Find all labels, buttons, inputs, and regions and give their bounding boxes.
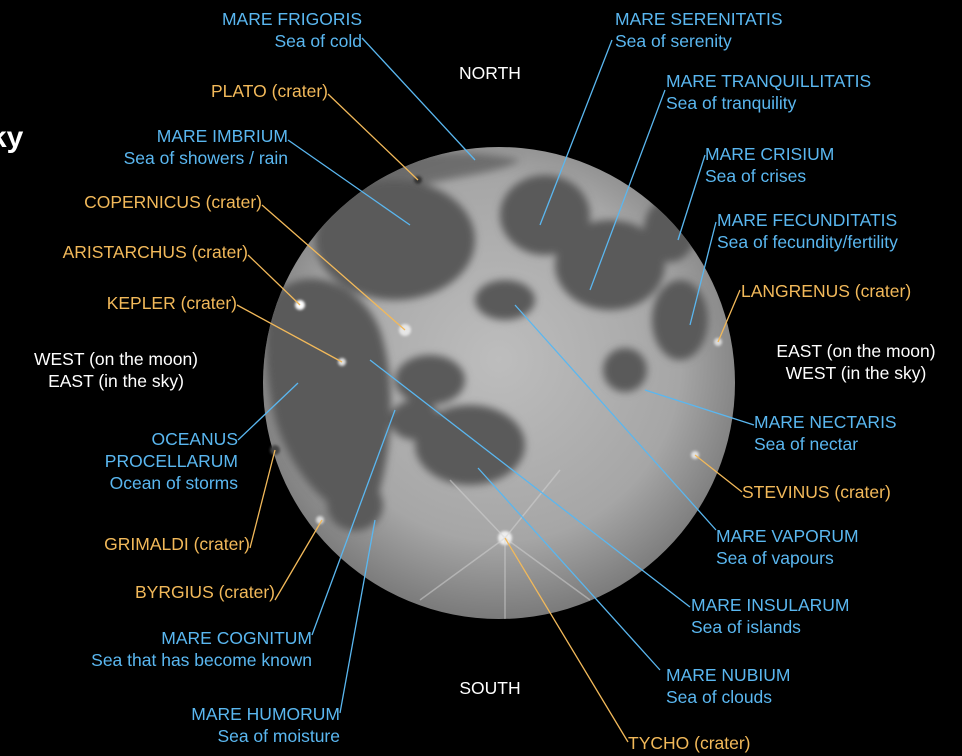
label-name: KEPLER (crater) [106, 293, 237, 313]
label-mare-tranquillitatis: MARE TRANQUILLITATIS Sea of tranquility [666, 70, 962, 114]
label-name: MARE VAPORUM [716, 526, 859, 546]
label-copernicus-crater: COPERNICUS (crater) [10, 191, 262, 213]
label-name: MARE SERENITATIS [615, 9, 783, 29]
label-name: GRIMALDI (crater) [104, 534, 250, 554]
label-meaning: Ocean of storms [109, 473, 238, 493]
compass-west-label: WEST (on the moon) EAST (in the sky) [0, 348, 232, 392]
label-mare-crisium: MARE CRISIUM Sea of crises [705, 143, 962, 187]
label-meaning: Sea of cold [274, 31, 362, 51]
label-name: ARISTARCHUS (crater) [62, 242, 248, 262]
label-name: MARE HUMORUM [191, 704, 340, 724]
label-meaning: Sea of serenity [615, 31, 732, 51]
leader-line-langrenus [717, 289, 741, 343]
leader-line-frigoris [361, 37, 476, 161]
label-meaning: Sea of tranquility [666, 93, 797, 113]
label-mare-vaporum: MARE VAPORUM Sea of vapours [716, 525, 962, 569]
compass-west-line2: EAST (in the sky) [48, 371, 184, 391]
leader-line-insularum [369, 359, 691, 608]
label-meaning: Sea of nectar [754, 434, 859, 454]
label-mare-humorum: MARE HUMORUM Sea of moisture [80, 703, 340, 747]
label-mare-fecunditatis: MARE FECUNDITATIS Sea of fecundity/ferti… [717, 209, 962, 253]
label-name: PLATO (crater) [210, 81, 328, 101]
label-aristarchus-crater: ARISTARCHUS (crater) [0, 241, 248, 263]
label-name: MARE NUBIUM [666, 665, 791, 685]
label-meaning: Sea of fecundity/fertility [717, 232, 898, 252]
label-name: MARE INSULARUM [691, 595, 850, 615]
leader-line-byrgius [274, 519, 323, 601]
leader-line-imbrium [287, 139, 411, 226]
leader-line-nubium [477, 467, 661, 671]
leader-line-stevinus [694, 454, 743, 493]
compass-south-label: SOUTH [459, 678, 521, 698]
label-name: MARE CRISIUM [705, 144, 835, 164]
leader-line-fecunditatis [689, 221, 717, 326]
label-mare-nubium: MARE NUBIUM Sea of clouds [666, 664, 962, 708]
leader-line-humorum [339, 519, 376, 714]
label-plato-crater: PLATO (crater) [100, 80, 328, 102]
label-mare-nectaris: MARE NECTARIS Sea of nectar [754, 411, 962, 455]
label-mare-insularum: MARE INSULARUM Sea of islands [691, 594, 962, 638]
label-name: TYCHO (crater) [628, 733, 751, 753]
label-mare-frigoris: MARE FRIGORIS Sea of cold [100, 8, 362, 52]
label-name: STEVINUS (crater) [742, 482, 891, 502]
label-meaning: Sea that has become known [91, 650, 312, 670]
leader-line-crisium [677, 154, 706, 241]
label-name: MARE FECUNDITATIS [717, 210, 898, 230]
label-meaning: Sea of islands [691, 617, 801, 637]
label-mare-cognitum: MARE COGNITUM Sea that has become known [0, 627, 312, 671]
leader-line-cognitum [311, 409, 396, 636]
label-meaning: Sea of clouds [666, 687, 773, 707]
label-langrenus-crater: LANGRENUS (crater) [741, 280, 962, 302]
label-name: MARE TRANQUILLITATIS [666, 71, 872, 91]
label-name-line2: PROCELLARUM [104, 451, 238, 471]
label-name: BYRGIUS (crater) [134, 582, 275, 602]
leader-line-plato [327, 93, 419, 181]
label-meaning: Sea of moisture [217, 726, 340, 746]
leader-line-nectaris [644, 389, 755, 426]
label-kepler-crater: KEPLER (crater) [20, 292, 237, 314]
label-tycho-crater: TYCHO (crater) [628, 732, 928, 754]
label-meaning: Sea of showers / rain [123, 148, 288, 168]
leader-line-copernicus [261, 204, 406, 331]
label-name: MARE COGNITUM [161, 628, 312, 648]
leader-line-grimaldi [249, 449, 276, 549]
label-byrgius-crater: BYRGIUS (crater) [40, 581, 275, 603]
label-meaning: Sea of crises [705, 166, 807, 186]
compass-west-line1: WEST (on the moon) [33, 349, 199, 369]
label-name: COPERNICUS (crater) [84, 192, 262, 212]
label-grimaldi-crater: GRIMALDI (crater) [20, 533, 250, 555]
label-name: OCEANUS [151, 429, 238, 449]
leader-line-procellarum [237, 382, 299, 441]
leader-line-kepler [236, 304, 343, 363]
leader-line-serenitatis [539, 39, 613, 226]
leader-line-tycho [504, 537, 629, 743]
label-name: MARE FRIGORIS [221, 9, 362, 29]
leader-line-tranquillitatis [589, 89, 666, 291]
label-mare-imbrium: MARE IMBRIUM Sea of showers / rain [40, 125, 288, 169]
compass-north-label: NORTH [459, 63, 521, 83]
compass-east-label: EAST (on the moon) WEST (in the sky) [750, 340, 962, 384]
compass-east-line1: EAST (on the moon) [776, 341, 936, 361]
label-name: MARE IMBRIUM [156, 126, 288, 146]
label-mare-serenitatis: MARE SERENITATIS Sea of serenity [615, 8, 935, 52]
label-name: LANGRENUS (crater) [741, 281, 912, 301]
label-meaning: Sea of vapours [716, 548, 834, 568]
label-name: MARE NECTARIS [754, 412, 897, 432]
label-oceanus-procellarum: OCEANUS PROCELLARUM Ocean of storms [40, 428, 238, 494]
compass-east-line2: WEST (in the sky) [785, 363, 927, 383]
label-stevinus-crater: STEVINUS (crater) [742, 481, 962, 503]
leader-line-aristarchus [247, 254, 301, 306]
cropped-heading-fragment: ky [0, 121, 24, 154]
leader-line-vaporum [514, 304, 717, 531]
